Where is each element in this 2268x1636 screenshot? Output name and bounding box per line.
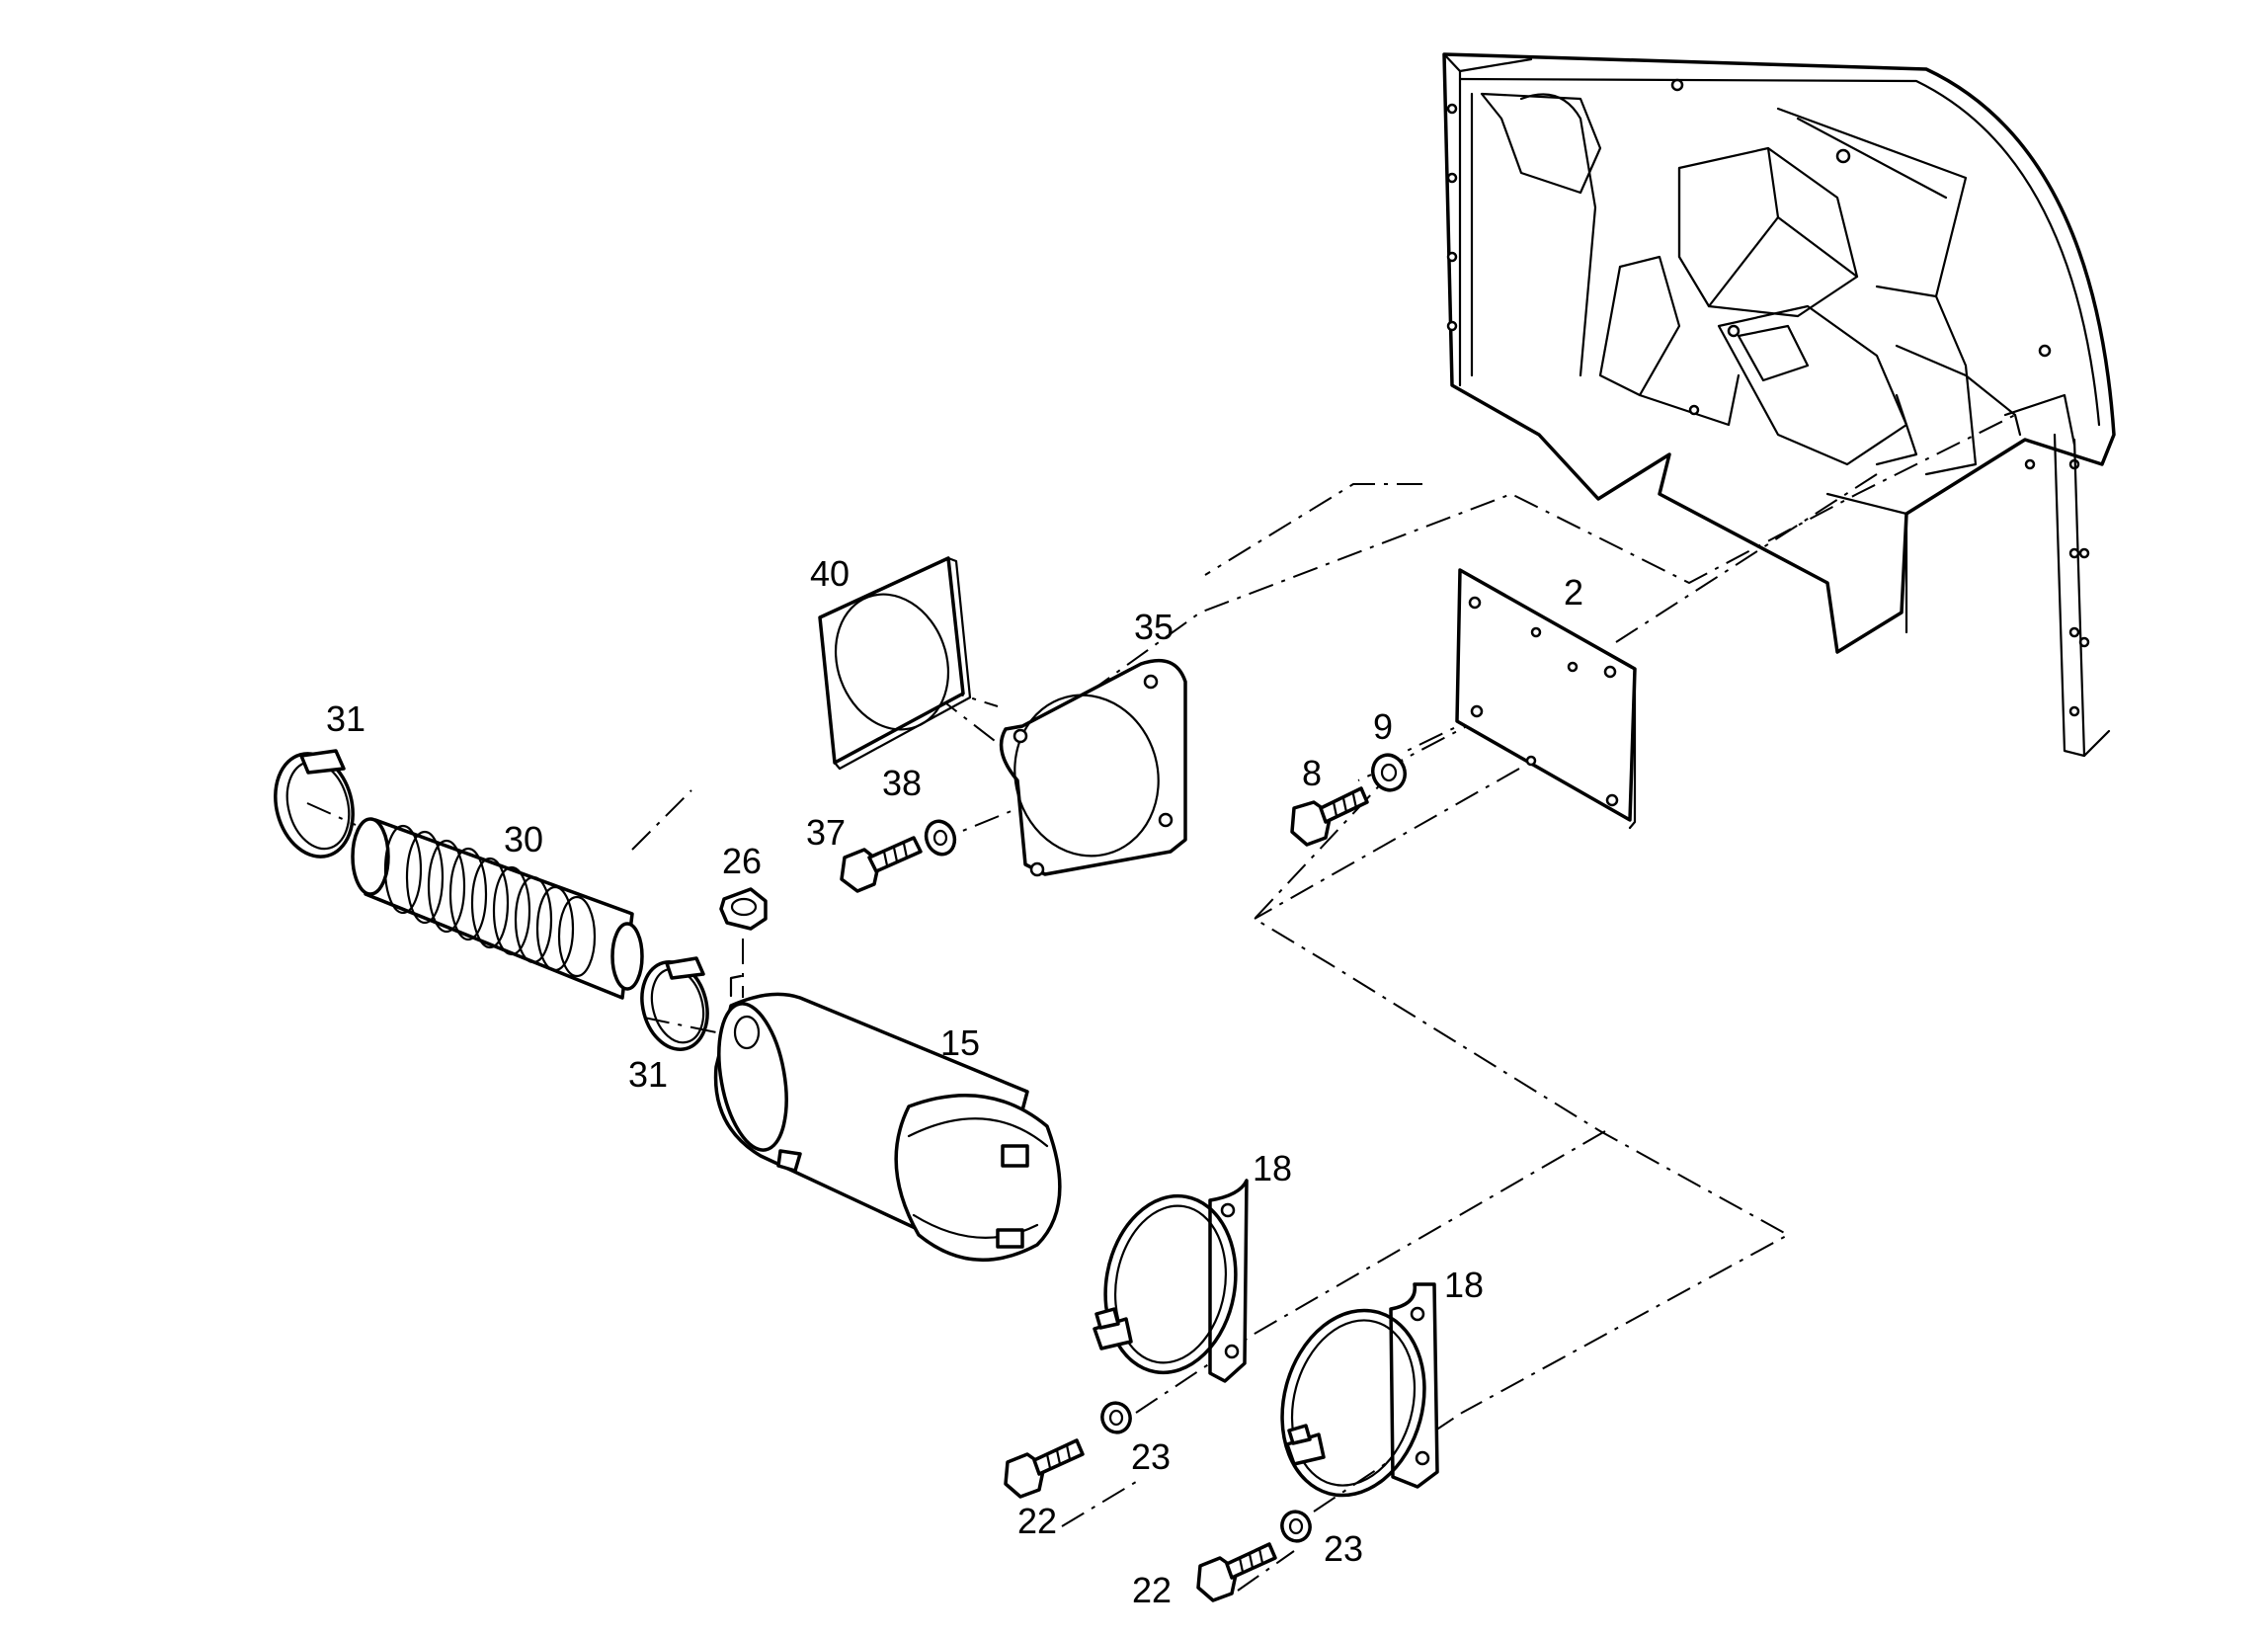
part-23-washer-lower — [1280, 1510, 1312, 1543]
part-37-screw — [840, 836, 923, 893]
label-part-23-upper: 23 — [1131, 1436, 1171, 1477]
label-part-40: 40 — [810, 553, 850, 594]
part-23-washer-upper — [1100, 1401, 1132, 1434]
part-22-screw-lower — [1196, 1542, 1277, 1602]
label-part-31-upper: 31 — [326, 698, 365, 739]
label-part-15: 15 — [940, 1022, 980, 1063]
part-8-screw — [1290, 786, 1369, 847]
part-40-gasket — [818, 556, 972, 771]
label-part-26: 26 — [722, 841, 762, 881]
housing-assembly — [1442, 52, 2116, 758]
part-18-bracket-lower — [1280, 1282, 1439, 1498]
label-part-22-upper: 22 — [1017, 1501, 1057, 1541]
label-part-22-lower: 22 — [1132, 1570, 1172, 1610]
leader-lines — [306, 414, 2016, 1592]
label-part-37: 37 — [806, 812, 846, 853]
part-22-screw-upper — [1004, 1438, 1085, 1499]
part-31-clamp-lower — [640, 956, 709, 1051]
label-part-18-lower: 18 — [1444, 1265, 1484, 1305]
label-part-38: 38 — [882, 763, 922, 803]
label-part-30: 30 — [504, 819, 543, 859]
label-part-31-lower: 31 — [628, 1054, 668, 1095]
part-35-flange — [999, 658, 1187, 877]
label-part-23-lower: 23 — [1324, 1528, 1363, 1569]
part-30-bellows-hose — [351, 817, 644, 1000]
part-18-bracket-upper — [1093, 1179, 1249, 1383]
part-38-washer — [924, 819, 957, 857]
label-part-35: 35 — [1134, 607, 1174, 647]
part-9-washer — [1371, 753, 1407, 792]
part-15-filter-canister — [713, 974, 1062, 1263]
label-part-8: 8 — [1302, 753, 1322, 793]
part-26-nut — [719, 887, 768, 931]
label-part-18-upper: 18 — [1253, 1148, 1292, 1188]
part-number-labels: 2 8 9 15 18 18 22 22 23 23 26 30 31 31 3… — [326, 553, 1583, 1610]
part-2-plate — [1455, 568, 1637, 830]
part-31-clamp-upper — [274, 749, 355, 859]
label-part-2: 2 — [1564, 572, 1583, 613]
label-part-9: 9 — [1373, 706, 1393, 747]
